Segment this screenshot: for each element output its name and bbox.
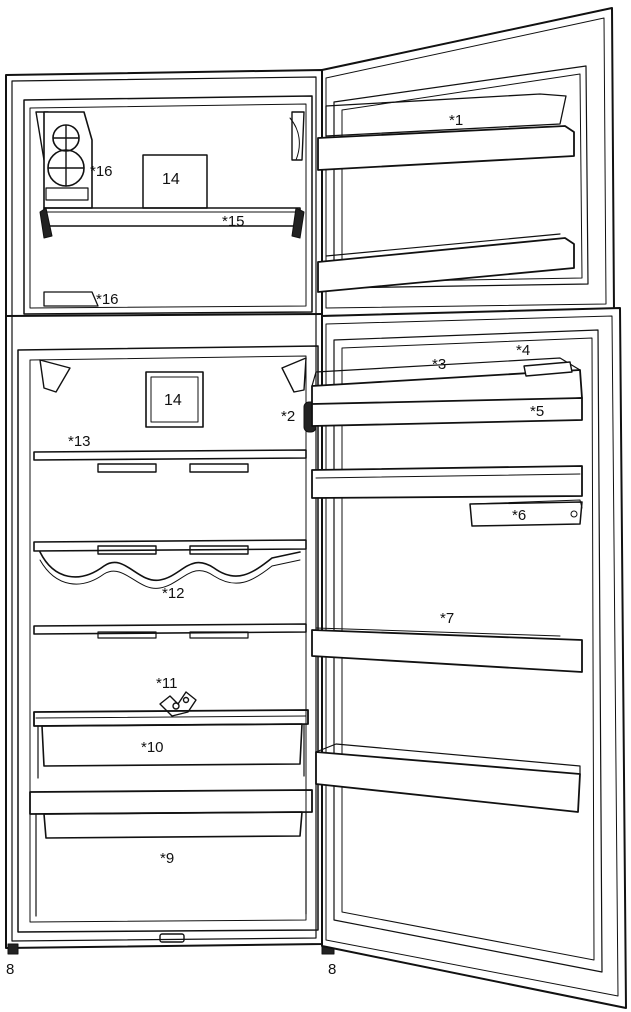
callout-2: *2 xyxy=(281,408,296,425)
callout-8-left: 8 xyxy=(6,961,15,978)
door-bin-7 xyxy=(311,627,583,673)
callout-14-fridge: 14 xyxy=(164,392,182,409)
callout-5: *5 xyxy=(530,403,545,420)
glass-shelf-middle xyxy=(33,539,307,589)
callout-3: *3 xyxy=(432,356,447,373)
callout-7: *7 xyxy=(440,610,455,627)
callout-13: *13 xyxy=(68,433,91,450)
fridge-compartment xyxy=(17,345,319,933)
door-shelf-5 xyxy=(311,397,583,427)
door-bottle-bin xyxy=(315,743,581,813)
glass-shelf-top xyxy=(33,449,307,473)
crisper-drawer-lower xyxy=(29,789,313,917)
ice-maker xyxy=(43,111,93,209)
freezer-door-bin-lower xyxy=(317,233,575,293)
fridge-label-14 xyxy=(145,371,204,428)
callout-1: *1 xyxy=(449,112,464,129)
door-shelf-middle xyxy=(311,465,583,499)
crisper-drawer-upper xyxy=(33,709,309,779)
freezer-door-bin-upper xyxy=(317,93,575,171)
callout-16-icemaker: *16 xyxy=(90,163,113,180)
callout-10: *10 xyxy=(141,739,164,756)
callout-14-freezer: 14 xyxy=(162,171,180,188)
callout-9: *9 xyxy=(160,850,175,867)
glass-shelf-lower xyxy=(33,623,307,639)
callout-4: *4 xyxy=(516,342,531,359)
callout-6: *6 xyxy=(512,507,527,524)
callout-12: *12 xyxy=(162,585,185,602)
callout-15: *15 xyxy=(222,213,245,230)
callout-8-right: 8 xyxy=(328,961,337,978)
freezer-compartment xyxy=(23,95,313,315)
freezer-shelf xyxy=(39,207,305,239)
callout-16-sticker: *16 xyxy=(96,291,119,308)
freezer-sticker xyxy=(43,291,99,307)
callout-11: *11 xyxy=(156,675,178,692)
door-egg-tray xyxy=(469,499,583,527)
kick-plate-clip xyxy=(159,933,185,943)
